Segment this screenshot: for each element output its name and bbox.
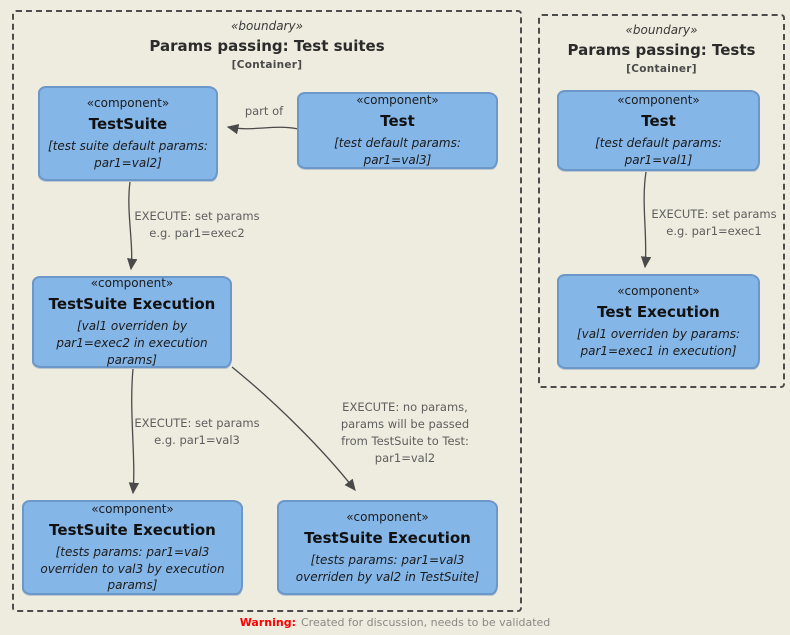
component-name: TestSuite Execution: [49, 520, 216, 539]
component-testsuite-execution-val2: «component» TestSuite Execution [tests p…: [277, 500, 498, 595]
component-name: Test: [380, 112, 415, 131]
component-description: [tests params: par1=val3 overriden by va…: [295, 553, 480, 584]
boundary-tests-header: «boundary» Params passing: Tests [Contai…: [540, 22, 783, 77]
boundary-test-suites: «boundary» Params passing: Test suites […: [12, 10, 522, 612]
component-description: [val1 overriden by params: par1=exec1 in…: [576, 327, 741, 358]
component-description: [test suite default params: par1=val2]: [48, 139, 208, 170]
component-description: [test default params: par1=val3]: [334, 136, 461, 167]
component-stereotype: «component»: [356, 93, 439, 108]
component-name: Test Execution: [597, 303, 720, 322]
component-name: TestSuite Execution: [304, 529, 471, 548]
edge-label-execute-exec1: EXECUTE: set params e.g. par1=exec1: [651, 207, 777, 238]
boundary-title: Params passing: Test suites: [149, 37, 385, 56]
component-testsuite: «component» TestSuite [test suite defaul…: [38, 86, 218, 181]
component-name: TestSuite: [88, 115, 168, 134]
component-name: TestSuite Execution: [48, 295, 216, 314]
component-testsuite-execution: «component» TestSuite Execution [val1 ov…: [32, 276, 232, 368]
warning-text: Created for discussion, needs to be vali…: [300, 616, 551, 629]
boundary-subtitle: [Container]: [626, 63, 697, 76]
component-test-right: «component» Test [test default params: p…: [557, 90, 760, 171]
boundary-title: Params passing: Tests: [567, 41, 756, 60]
edge-label-execute-noparams: EXECUTE: no params, params will be passe…: [340, 400, 470, 465]
component-stereotype: «component»: [617, 93, 700, 108]
boundary-tests: «boundary» Params passing: Tests [Contai…: [538, 14, 785, 388]
boundary-stereotype: «boundary»: [231, 19, 303, 33]
component-description: [val1 overriden by par1=exec2 in executi…: [56, 319, 208, 367]
component-stereotype: «component»: [617, 284, 700, 299]
component-description: [test default params: par1=val1]: [595, 136, 722, 167]
edge-label-execute-exec2: EXECUTE: set params e.g. par1=exec2: [134, 209, 260, 240]
boundary-stereotype: «boundary»: [625, 23, 698, 37]
component-name: Test: [641, 112, 676, 131]
boundary-subtitle: [Container]: [231, 59, 303, 72]
boundary-test-suites-header: «boundary» Params passing: Test suites […: [14, 18, 520, 73]
component-description: [tests params: par1=val3 overriden to va…: [40, 544, 225, 593]
component-test-left: «component» Test [test default params: p…: [297, 92, 498, 169]
component-stereotype: «component»: [346, 510, 429, 525]
component-stereotype: «component»: [86, 96, 170, 111]
component-stereotype: «component»: [90, 276, 174, 291]
footer-warning: Warning: Created for discussion, needs to…: [0, 615, 790, 630]
edge-label-execute-val3: EXECUTE: set params e.g. par1=val3: [134, 416, 260, 447]
component-stereotype: «component»: [91, 501, 174, 516]
warning-label: Warning:: [239, 616, 296, 629]
edge-label-part-of: part of: [244, 104, 284, 118]
component-test-execution: «component» Test Execution [val1 overrid…: [557, 274, 760, 369]
component-testsuite-execution-val3: «component» TestSuite Execution [tests p…: [22, 500, 243, 595]
